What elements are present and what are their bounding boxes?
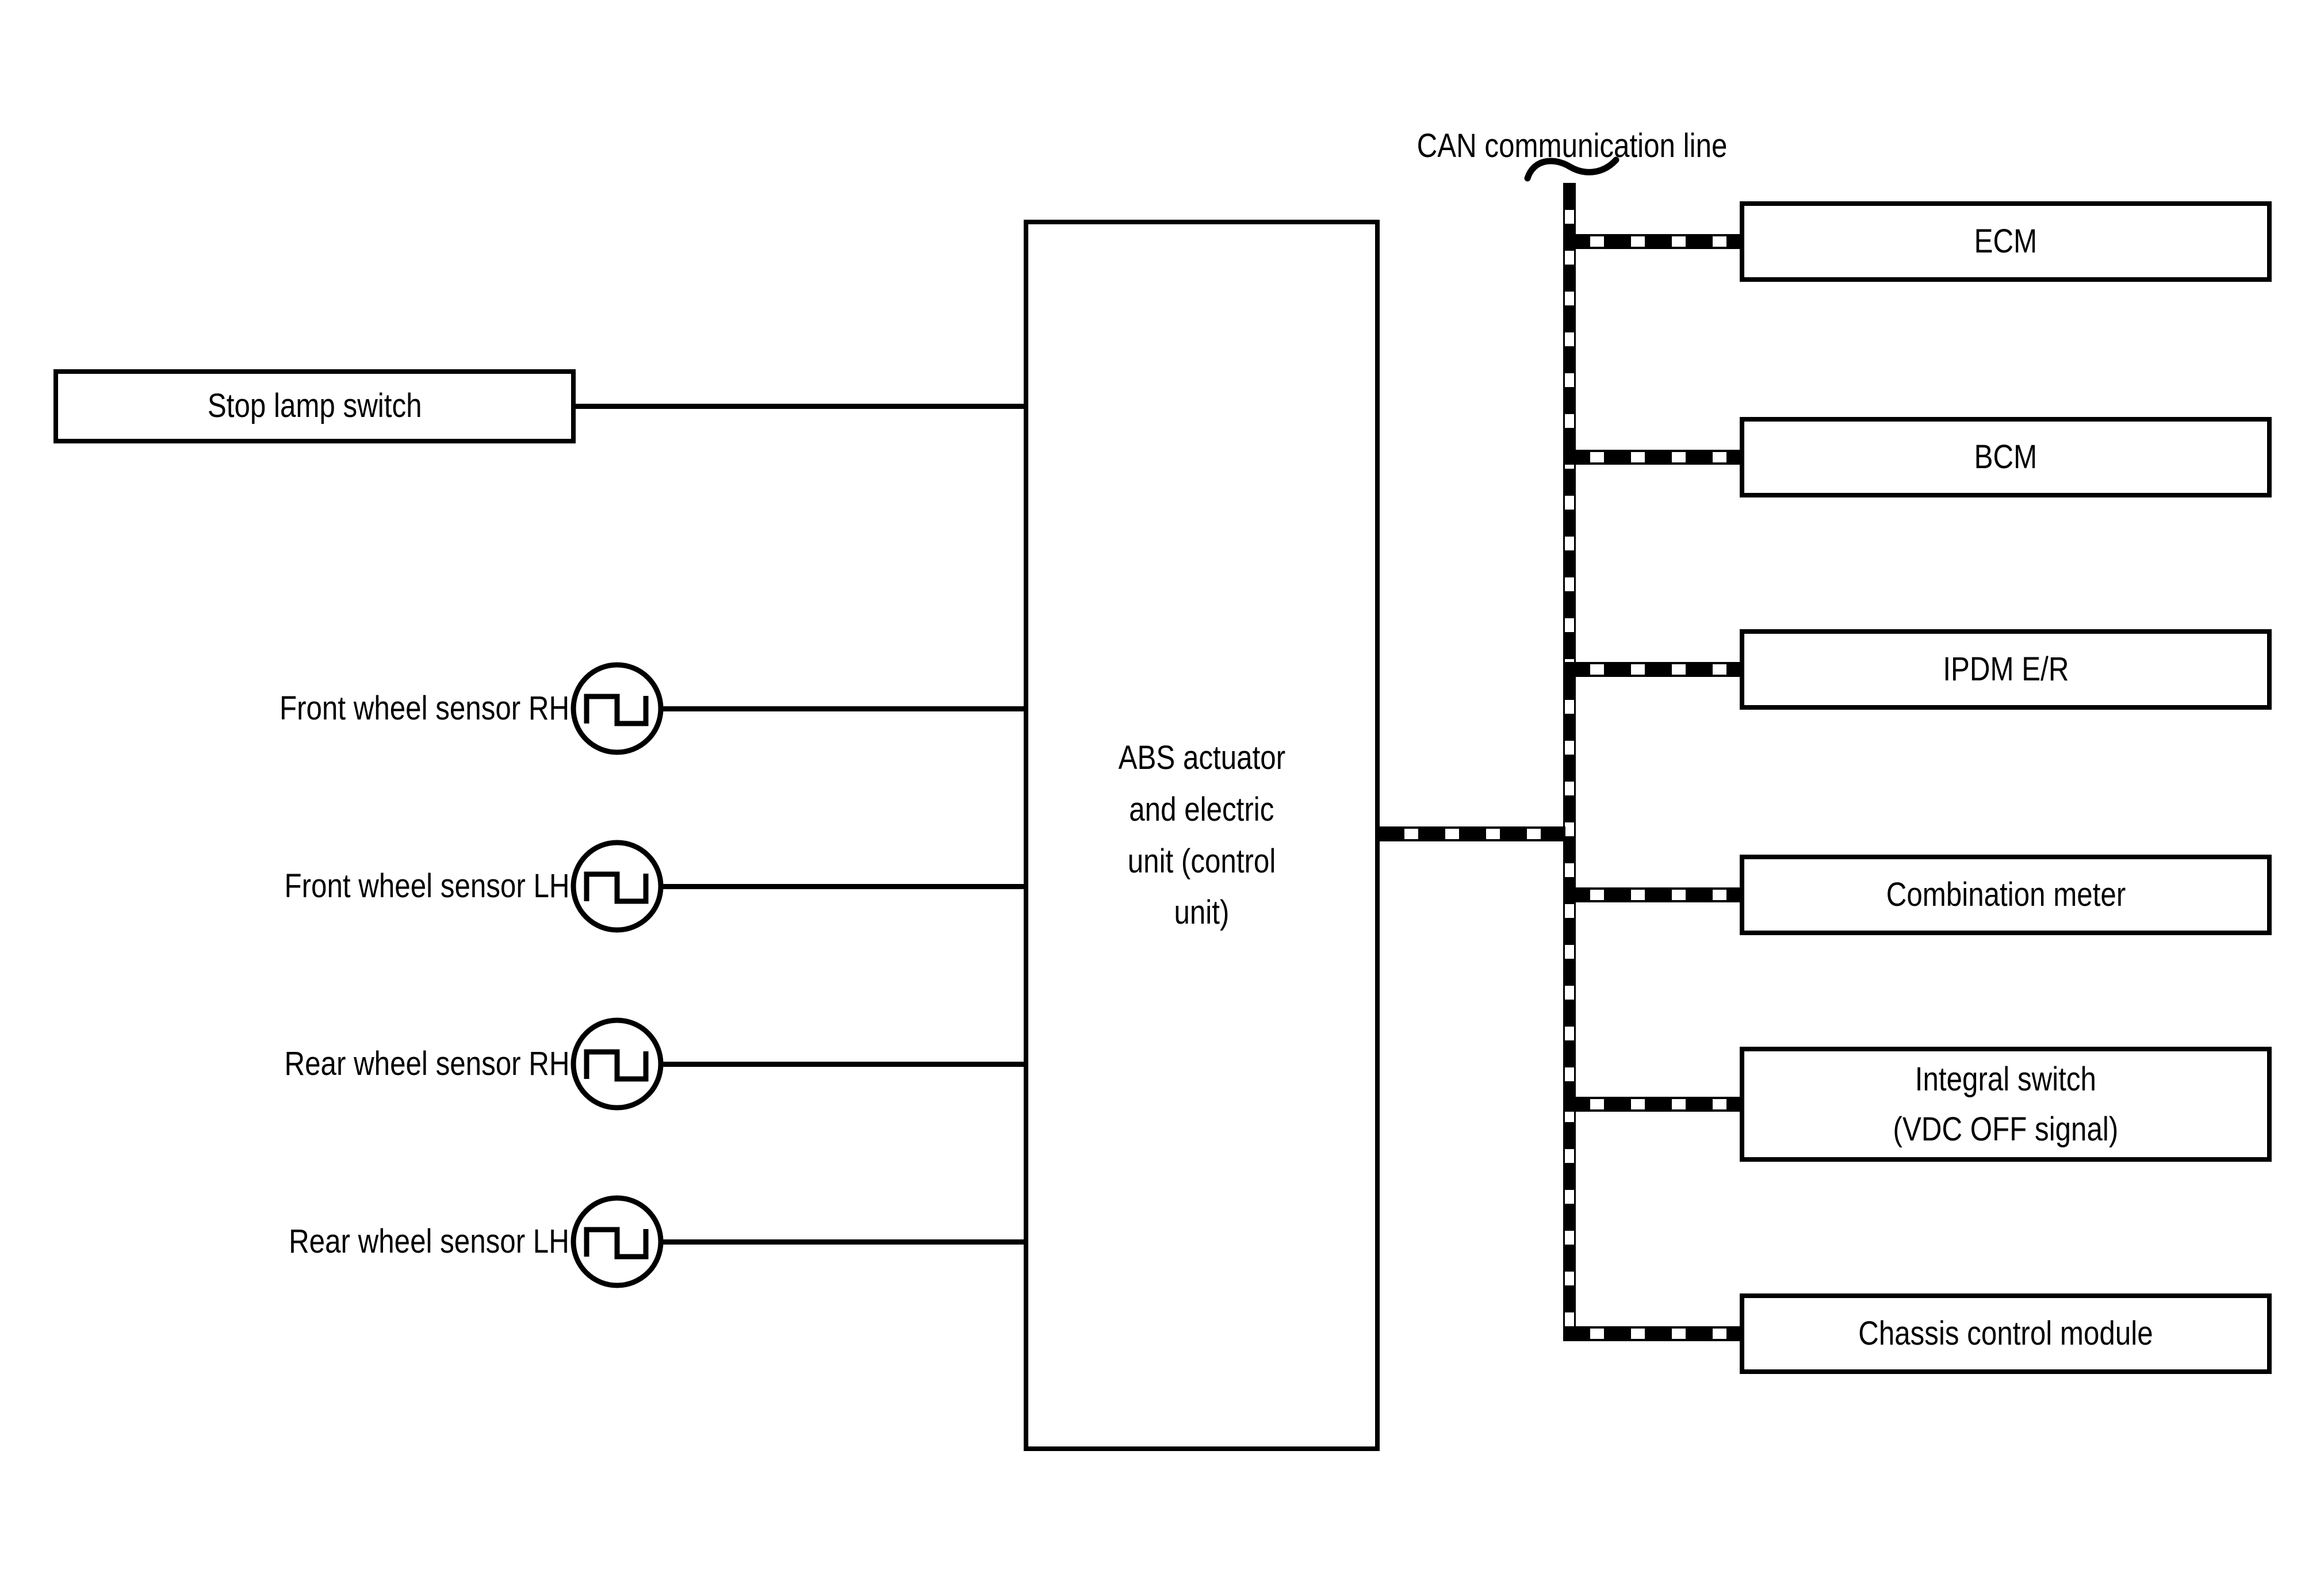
can-communication-line-label: CAN communication line [1256,124,1889,169]
integral-switch-box: Integral switch (VDC OFF signal) [1740,1047,2272,1162]
combination-meter-box: Combination meter [1740,855,2272,935]
sensor-label-front-lh-text: Front wheel sensor LH [284,867,569,905]
wire-rear-rh-to-abs [661,1062,1024,1067]
abs-unit-label-line3: unit (control [1127,842,1276,880]
sensor-label-front-rh-text: Front wheel sensor RH [279,690,569,727]
can-branch-abs-unit [1377,826,1565,841]
sensor-label-rear-rh-text: Rear wheel sensor RH [284,1045,569,1082]
sensor-label-front-lh: Front wheel sensor LH [144,864,569,909]
chassis-control-module-label: Chassis control module [1858,1314,2153,1352]
wire-front-lh-to-abs [661,884,1024,889]
sensor-label-front-rh: Front wheel sensor RH [144,686,569,731]
abs-actuator-unit-box: ABS actuator and electric unit (control … [1024,220,1380,1451]
pulse-sensor-icon [571,1017,664,1111]
can-branch-bcm [1563,450,1744,465]
integral-switch-label-line2: (VDC OFF signal) [1893,1111,2119,1148]
can-bus-terminator-curl-icon [1524,156,1619,182]
sensor-label-rear-rh: Rear wheel sensor RH [144,1042,569,1086]
combination-meter-label: Combination meter [1886,875,2126,913]
wire-front-rh-to-abs [661,706,1024,711]
ipdm-er-box: IPDM E/R [1740,629,2272,710]
ipdm-er-label: IPDM E/R [1942,650,2069,688]
abs-unit-label-line1: ABS actuator [1118,738,1285,776]
pulse-sensor-icon [571,840,664,933]
can-communication-line-text: CAN communication line [1417,127,1728,164]
ecm-box: ECM [1740,201,2272,282]
wire-stop-lamp-to-abs [576,404,1024,409]
ecm-label: ECM [1974,222,2038,260]
integral-switch-label-line1: Integral switch [1915,1061,2097,1098]
can-branch-combination-meter [1563,887,1744,902]
stop-lamp-switch-box: Stop lamp switch [53,369,576,443]
sensor-label-rear-lh-text: Rear wheel sensor LH [289,1223,569,1260]
bcm-label: BCM [1974,438,2038,476]
can-branch-integral-switch [1563,1097,1744,1112]
pulse-sensor-icon [571,1195,664,1288]
abs-unit-label-line4: unit) [1174,894,1230,932]
can-bus-line [1563,183,1576,1341]
wire-rear-lh-to-abs [661,1239,1024,1245]
chassis-control-module-box: Chassis control module [1740,1293,2272,1374]
can-branch-ecm [1563,234,1744,249]
can-branch-chassis-control [1563,1326,1744,1341]
pulse-sensor-icon [571,662,664,755]
stop-lamp-switch-label: Stop lamp switch [207,387,422,425]
bcm-box: BCM [1740,417,2272,497]
can-branch-ipdm [1563,662,1744,677]
sensor-label-rear-lh: Rear wheel sensor LH [144,1219,569,1264]
abs-unit-label-line2: and electric [1129,790,1274,828]
